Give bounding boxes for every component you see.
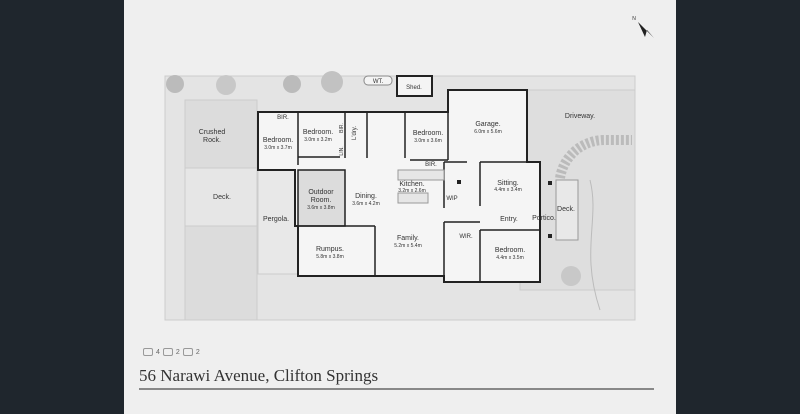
- dining-dim: 3.6m x 4.2m: [352, 201, 380, 207]
- post: [548, 181, 552, 185]
- crushed-rock-area: [184, 99, 258, 169]
- kitchen-dim: 3.2m x 2.6m: [398, 188, 426, 194]
- rumpus-dim: 5.8m x 3.8m: [316, 254, 344, 260]
- bedroom-main-label: Bedroom.: [495, 247, 525, 254]
- north-arrow-icon: N: [632, 16, 654, 38]
- tree-icon: [166, 75, 184, 93]
- crushed-rock-label: Rock.: [203, 137, 221, 144]
- wir-label: WIR.: [459, 234, 473, 240]
- garage-dim: 6.0m x 5.6m: [474, 129, 502, 135]
- car-icon: [182, 348, 193, 356]
- wt-label: WT.: [373, 79, 384, 85]
- bedroom-main-dim: 4.4m x 3.5m: [496, 255, 524, 261]
- driveway-label: Driveway.: [565, 113, 595, 120]
- garage-label: Garage.: [475, 121, 500, 128]
- family-dim: 5.2m x 5.4m: [394, 243, 422, 249]
- portico-label: Portico.: [532, 215, 556, 222]
- linen-label: LIN.: [339, 146, 345, 155]
- outdoor-room: [297, 169, 346, 227]
- svg-text:N: N: [632, 16, 636, 22]
- pergola-area: [257, 169, 299, 275]
- bir-label: BIR.: [339, 123, 345, 133]
- interior-walls: [297, 90, 540, 282]
- kitchen-label: Kitchen.: [399, 181, 424, 188]
- laundry-label: L'dry.: [352, 126, 358, 140]
- bathroom-count: 2: [175, 348, 180, 356]
- tree-icon: [561, 266, 581, 286]
- bedroom-east-dim: 3.0m x 3.6m: [414, 138, 442, 144]
- crushed-rock-label: Crushed: [199, 129, 226, 136]
- garden-bed: [184, 225, 258, 321]
- deck-west-area: [184, 167, 258, 227]
- bedroom-west-label: Bedroom.: [263, 137, 293, 144]
- kitchen-bench: [397, 169, 445, 181]
- curved-path: [555, 134, 632, 180]
- shed: [396, 75, 433, 97]
- bedroom-mid-dim: 3.0m x 3.2m: [304, 137, 332, 143]
- pergola-label: Pergola.: [263, 216, 289, 223]
- kitchen-island: [397, 192, 429, 204]
- tree-icon: [283, 75, 301, 93]
- bedroom-east-label: Bedroom.: [413, 130, 443, 137]
- wip-label: WIP: [446, 196, 457, 202]
- tree-icon: [216, 75, 236, 95]
- bedroom-mid-label: Bedroom.: [303, 129, 333, 136]
- divider: [139, 388, 654, 390]
- post: [457, 180, 461, 184]
- bedroom-west-dim: 3.0m x 3.7m: [264, 145, 292, 151]
- bed-icon: [143, 348, 153, 356]
- bedroom-count: 4: [156, 348, 160, 356]
- water-tank: [363, 75, 393, 86]
- shed-label: Shed.: [406, 85, 422, 91]
- tree-icon: [321, 71, 343, 93]
- deck-west-label: Deck.: [213, 194, 231, 201]
- rumpus-label: Rumpus.: [316, 246, 344, 253]
- property-stats: 4 2 2: [143, 348, 200, 356]
- deck-east-label: Deck.: [557, 206, 575, 213]
- outdoor-room-label: Outdoor: [308, 189, 334, 196]
- post: [548, 234, 552, 238]
- bir-label: BIR.: [277, 115, 289, 121]
- property-address: 56 Narawi Avenue, Clifton Springs: [139, 366, 379, 385]
- bir-label: BIR.: [425, 162, 437, 168]
- outdoor-room-dim: 3.6m x 3.8m: [307, 205, 335, 211]
- family-label: Family.: [397, 235, 419, 242]
- deck-east-area: [555, 179, 579, 241]
- outdoor-room-label: Room.: [311, 197, 332, 204]
- sitting-dim: 4.4m x 3.4m: [494, 187, 522, 193]
- bath-icon: [162, 348, 173, 356]
- car-count: 2: [195, 348, 200, 356]
- sitting-label: Sitting.: [497, 180, 518, 187]
- entry-label: Entry.: [500, 216, 518, 223]
- garden-path: [589, 179, 601, 311]
- dining-label: Dining.: [355, 193, 377, 200]
